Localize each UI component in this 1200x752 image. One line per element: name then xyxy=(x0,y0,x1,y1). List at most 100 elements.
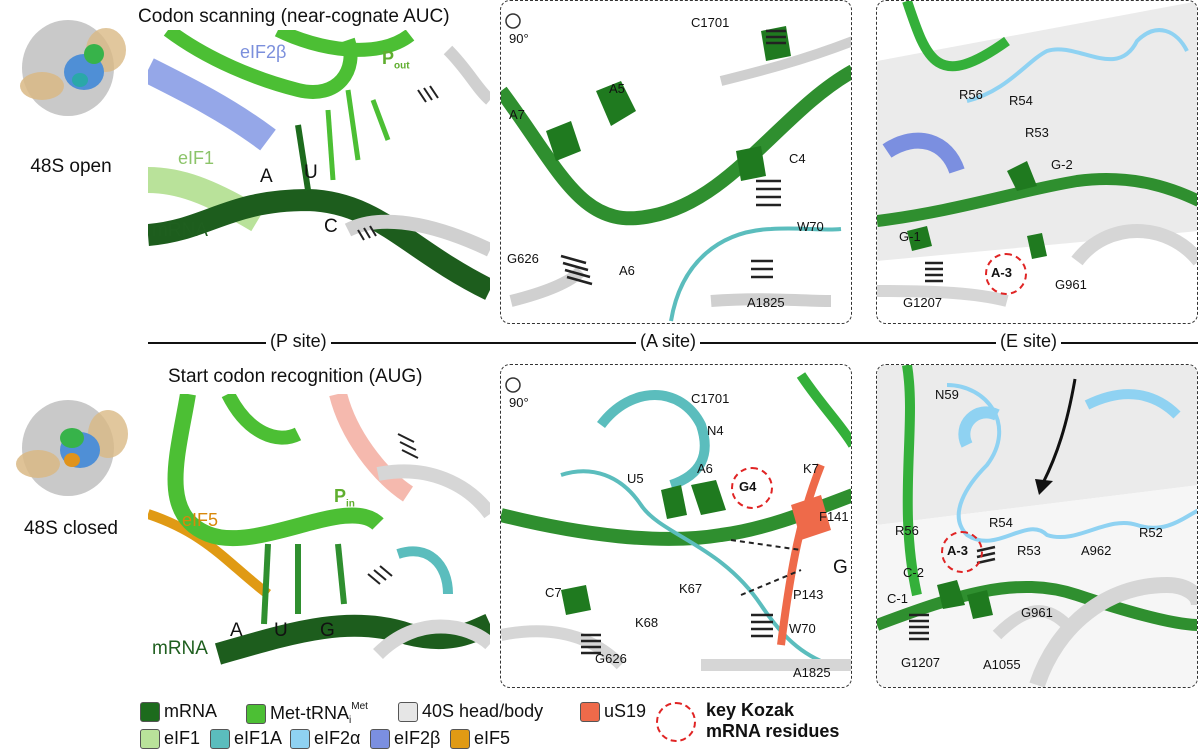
state-closed-label: 48S closed xyxy=(23,518,118,539)
panel-e-site-closed: N59 R56 R54 R52 A-3 R53 A962 C-2 C-1 G96… xyxy=(876,364,1198,688)
legend-eif2b: eIF2β xyxy=(370,728,440,749)
legend-kozak-line1: key Kozak xyxy=(706,700,795,720)
pout-label: Pout xyxy=(382,48,410,72)
ribosome-open-thumbnail xyxy=(6,6,136,126)
codon-a-label-bottom: A xyxy=(230,620,243,641)
g961-label-bottom: G961 xyxy=(1021,605,1053,620)
legend-eif5-swatch xyxy=(450,728,470,749)
legend-kozak-line2: mRNA residues xyxy=(706,721,840,741)
p-site-label: (P site) xyxy=(266,331,331,352)
rotation-label-bottom: 90° xyxy=(509,395,529,410)
n4-label: N4 xyxy=(707,423,724,438)
legend-eif1-label: eIF1 xyxy=(164,728,201,748)
a1055-label: A1055 xyxy=(983,657,1021,672)
legend-mrna-label: mRNA xyxy=(164,701,217,721)
codon-a-label: A xyxy=(260,166,273,187)
w70-label-bottom: W70 xyxy=(789,621,816,636)
panel-a-site-closed: 90° C1701 N4 U5 A6 K7 G4 F141 G C7 K67 P… xyxy=(500,364,852,688)
legend-mrna: mRNA xyxy=(140,701,217,722)
kozak-a3-circle-top xyxy=(985,253,1027,295)
legend-kozak-label: key Kozak mRNA residues xyxy=(706,700,839,742)
pin-label: Pin xyxy=(334,486,355,510)
panel-e-site-open: R56 R54 R53 G-2 G-1 A-3 G961 G1207 xyxy=(876,0,1198,324)
g1-label: G-1 xyxy=(899,229,921,244)
c1701-label-top: C1701 xyxy=(691,15,730,30)
legend-trna: Met-tRNAiMet xyxy=(246,701,368,726)
c1701-label-bottom: C1701 xyxy=(691,391,730,406)
legend-eif1a-swatch xyxy=(210,728,230,749)
ribosome-open-icon xyxy=(20,20,126,116)
legend-eif2a-swatch xyxy=(290,728,310,749)
legend-eif2a-label: eIF2α xyxy=(314,728,361,748)
a6-label-top: A6 xyxy=(619,263,635,278)
g4-label: G4 xyxy=(739,479,757,494)
g-label-ribbon: G xyxy=(833,557,848,578)
a3-label-top: A-3 xyxy=(991,265,1012,280)
legend-kozak-circle xyxy=(656,702,696,742)
k68-label: K68 xyxy=(635,615,659,630)
legend-trna-swatch xyxy=(246,703,266,724)
c1-label: C-1 xyxy=(887,591,908,606)
g2-label: G-2 xyxy=(1051,157,1073,172)
eif5-label: eIF5 xyxy=(182,510,219,530)
legend-head: 40S head/body xyxy=(398,701,543,722)
legend-trna-text: Met-tRNA xyxy=(270,703,350,723)
u5-label: U5 xyxy=(627,471,644,486)
pin-letter: P xyxy=(334,486,347,506)
p-site-closed-structure xyxy=(148,394,490,665)
n59-label: N59 xyxy=(935,387,959,402)
r54-label-top: R54 xyxy=(1009,93,1033,108)
r54-label-bottom: R54 xyxy=(989,515,1013,530)
legend-head-label: 40S head/body xyxy=(422,701,544,721)
kozak-g4-circle xyxy=(731,467,773,509)
r56-label-bottom: R56 xyxy=(895,523,919,538)
r56-label-top: R56 xyxy=(959,87,983,102)
eif2b-label: eIF2β xyxy=(240,42,287,62)
e-site-open-structure xyxy=(877,1,1197,307)
rotation-label-top: 90° xyxy=(509,31,529,46)
codon-g-label: G xyxy=(320,620,335,641)
r52-label: R52 xyxy=(1139,525,1163,540)
ribosome-closed-icon xyxy=(16,400,128,496)
a1825-label-bottom: A1825 xyxy=(793,665,831,680)
a-site-label: (A site) xyxy=(636,331,701,352)
a-site-closed-structure xyxy=(501,372,851,671)
g626-label-top: G626 xyxy=(507,251,539,266)
a1825-label-top: A1825 xyxy=(747,295,785,310)
legend-us19: uS19 xyxy=(580,701,646,722)
a7-label: A7 xyxy=(509,107,525,122)
p-site-open-structure xyxy=(148,30,490,300)
a3-label-bottom: A-3 xyxy=(947,543,968,558)
c7-label: C7 xyxy=(545,585,562,600)
legend-trna-sup: Met xyxy=(351,701,368,712)
pout-letter: P xyxy=(382,48,395,68)
legend-eif5: eIF5 xyxy=(450,728,510,749)
g961-label-top: G961 xyxy=(1055,277,1087,292)
legend-eif1: eIF1 xyxy=(140,728,200,749)
legend-eif1a: eIF1A xyxy=(210,728,282,749)
legend-eif2a: eIF2α xyxy=(290,728,360,749)
g1207-label-bottom: G1207 xyxy=(901,655,941,670)
ribosome-closed-thumbnail xyxy=(6,386,136,506)
legend-eif2b-swatch xyxy=(370,728,390,749)
legend-eif1a-label: eIF1A xyxy=(234,728,283,748)
recognition-title: Start codon recognition (AUG) xyxy=(168,366,423,387)
pin-sub: in xyxy=(346,498,355,510)
f141-label: F141 xyxy=(819,509,849,524)
state-open-label: 48S open xyxy=(30,156,112,177)
pout-sub: out xyxy=(394,60,410,72)
panel-a-site-open: 90° C1701 A5 A7 C4 W70 G626 A6 A1825 xyxy=(500,0,852,324)
k67-label: K67 xyxy=(679,581,703,596)
legend-eif2b-label: eIF2β xyxy=(394,728,441,748)
a6-label-bottom: A6 xyxy=(697,461,713,476)
r53-label-top: R53 xyxy=(1025,125,1049,140)
codon-u-label-bottom: U xyxy=(274,620,288,641)
codon-c-label: C xyxy=(324,216,338,237)
a962-label: A962 xyxy=(1081,543,1112,558)
w70-label-top: W70 xyxy=(797,219,824,234)
c2-label: C-2 xyxy=(903,565,924,580)
mrna-label-top: mRNA xyxy=(152,220,208,241)
legend-head-swatch xyxy=(398,701,418,722)
legend-eif1-swatch xyxy=(140,728,160,749)
panel-p-site-open: eIF2β Pout eIF1 A U C mRNA xyxy=(148,30,490,322)
